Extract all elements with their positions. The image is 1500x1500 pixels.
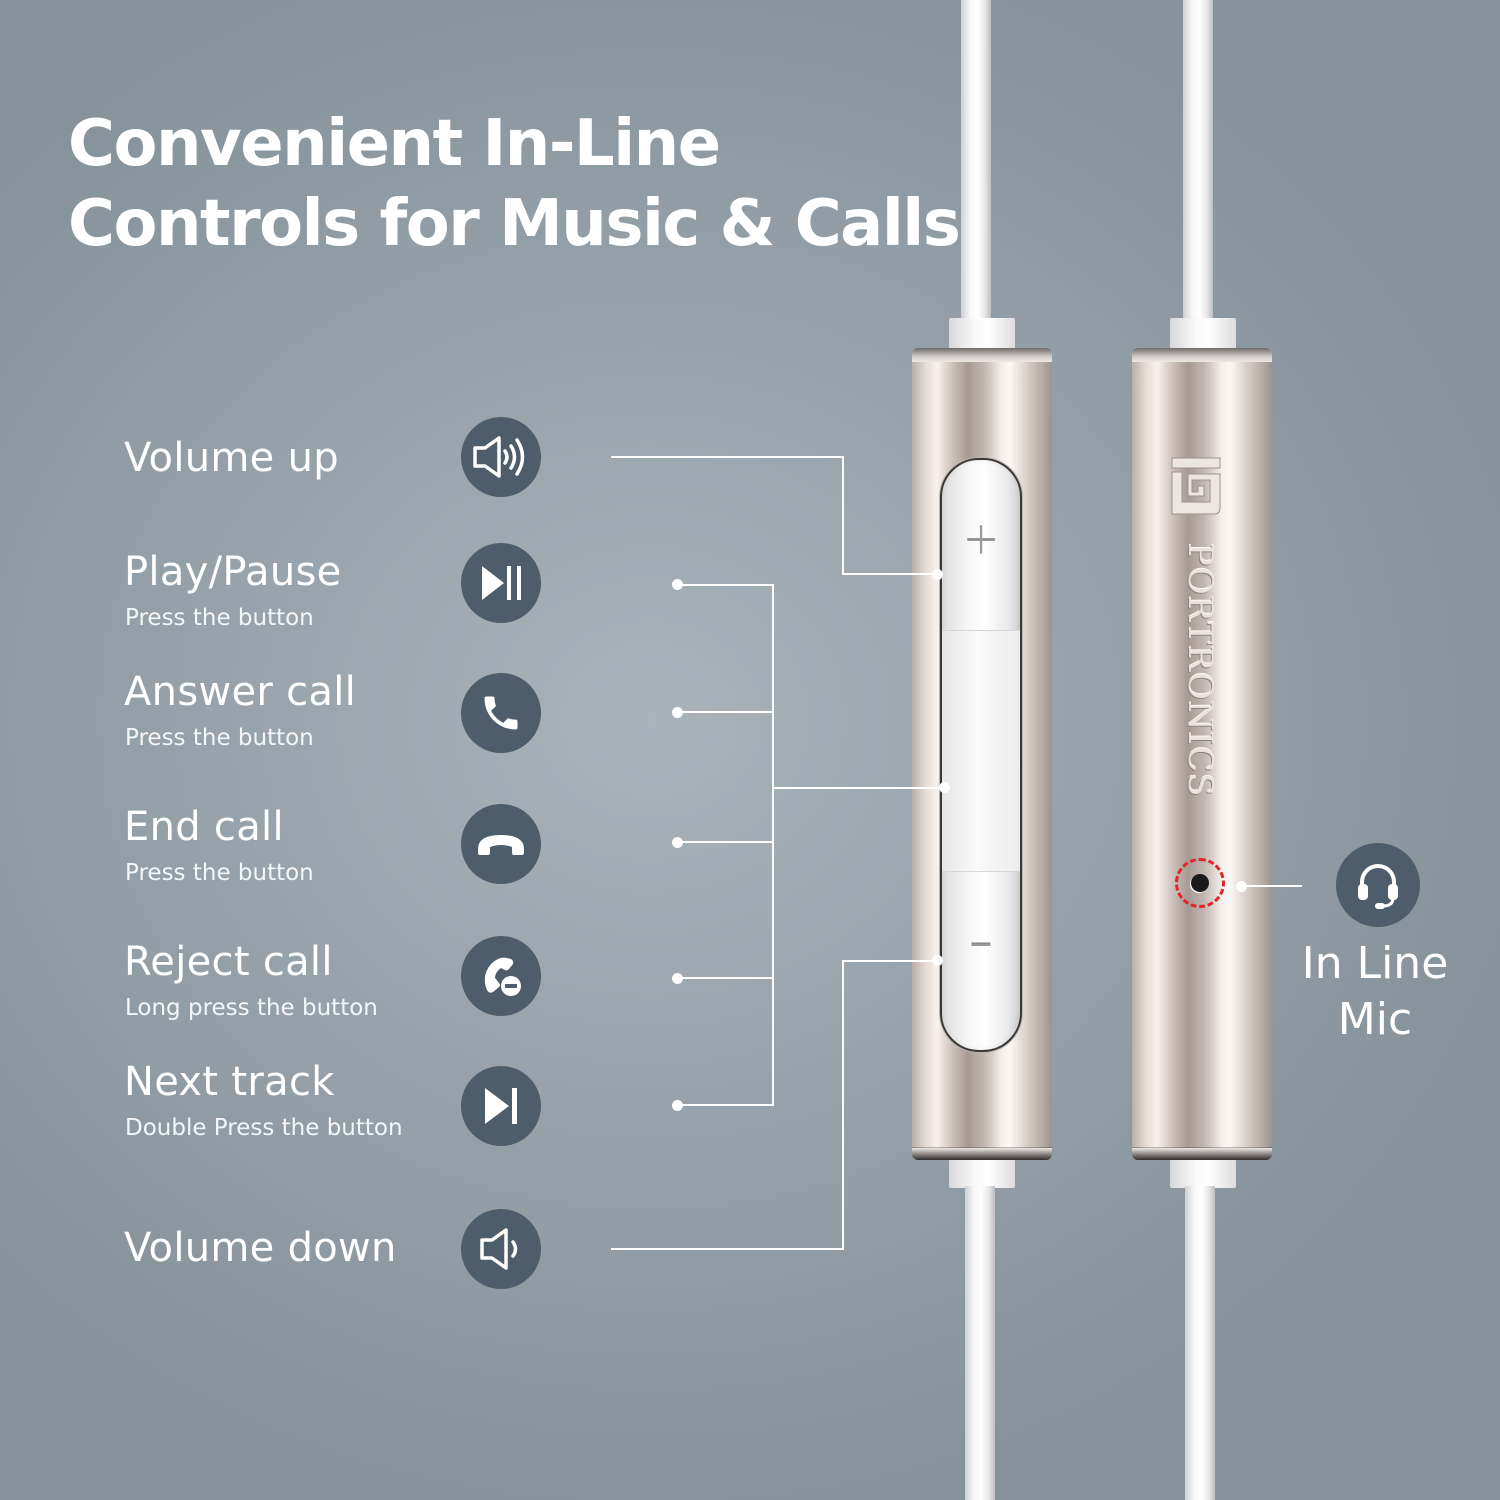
strain-relief-right-top xyxy=(1170,318,1236,350)
volume-up-icon-circle xyxy=(461,417,541,497)
minus-icon[interactable]: − xyxy=(968,927,994,962)
mic-hole xyxy=(1191,874,1209,892)
connector-volume-down-h2 xyxy=(842,960,942,962)
page-title: Convenient In-Line Controls for Music & … xyxy=(68,104,968,264)
connector-end-call-h xyxy=(677,841,774,843)
phone-reject-icon-circle xyxy=(461,936,541,1016)
phone-reject-icon xyxy=(484,957,521,996)
connector-volume-up-dot xyxy=(932,569,943,580)
cable-right-top xyxy=(1183,0,1213,322)
body-cap-top xyxy=(1132,348,1272,362)
phone-hangup-icon xyxy=(478,835,524,855)
feature-label-volume-up: Volume up xyxy=(124,435,339,481)
headset-mic-icon-circle xyxy=(1336,843,1420,927)
strain-relief-left-bottom xyxy=(949,1158,1015,1188)
volume-down-icon xyxy=(480,1228,518,1270)
remote-control-left: + − xyxy=(912,348,1052,1160)
connector-bracket-dot xyxy=(939,782,950,793)
feature-sub-answer-call: Press the button xyxy=(125,725,314,751)
plus-icon[interactable]: + xyxy=(962,514,1000,565)
cable-left-bottom xyxy=(965,1186,995,1500)
play-pause-icon xyxy=(482,566,521,600)
volume-up-icon xyxy=(473,436,525,478)
connector-volume-up-h1 xyxy=(611,456,844,458)
mic-label-line-2: Mic xyxy=(1337,994,1413,1045)
phone-hangup-icon-circle xyxy=(461,804,541,884)
connector-reject-call-h xyxy=(677,977,774,979)
cable-right-bottom xyxy=(1185,1186,1215,1500)
volume-button-strip[interactable]: + − xyxy=(940,458,1022,1052)
multifunction-button[interactable] xyxy=(942,630,1020,872)
body-cap-top xyxy=(912,348,1052,362)
title-line-1: Convenient In-Line xyxy=(68,107,721,181)
feature-label-next-track: Next track xyxy=(124,1059,335,1105)
play-pause-icon-circle xyxy=(461,543,541,623)
feature-label-play-pause: Play/Pause xyxy=(124,549,342,595)
strain-relief-right-bottom xyxy=(1170,1158,1236,1188)
mic-highlight-ring xyxy=(1175,858,1225,908)
body-cap-bottom xyxy=(1132,1148,1272,1160)
feature-sub-end-call: Press the button xyxy=(125,860,314,886)
feature-label-reject-call: Reject call xyxy=(124,939,333,985)
feature-sub-reject-call: Long press the button xyxy=(125,995,378,1021)
feature-label-answer-call: Answer call xyxy=(124,669,357,715)
headset-mic-icon xyxy=(1358,864,1398,909)
connector-volume-down-v xyxy=(842,960,844,1250)
connector-volume-down-dot xyxy=(932,955,943,966)
connector-bracket-to-button xyxy=(772,787,944,789)
feature-label-volume-down: Volume down xyxy=(124,1225,397,1271)
connector-answer-call-h xyxy=(677,711,774,713)
feature-sub-play-pause: Press the button xyxy=(125,605,314,631)
body-cap-bottom xyxy=(912,1148,1052,1160)
strain-relief-left-top xyxy=(949,318,1015,350)
remote-control-right: PORTRONICS xyxy=(1132,348,1272,1160)
phone-answer-icon xyxy=(484,696,518,730)
next-track-icon-circle xyxy=(461,1066,541,1146)
next-track-icon xyxy=(485,1088,517,1124)
connector-volume-down-h1 xyxy=(611,1248,844,1250)
volume-down-icon-circle xyxy=(461,1209,541,1289)
mic-label: In Line Mic xyxy=(1290,936,1460,1048)
mic-label-line-1: In Line xyxy=(1301,938,1449,989)
mic-connector-line xyxy=(1240,885,1302,887)
connector-volume-up-h2 xyxy=(842,573,942,575)
title-line-2: Controls for Music & Calls xyxy=(68,187,961,261)
phone-answer-icon-circle xyxy=(461,673,541,753)
brand-logo-icon xyxy=(1171,457,1221,515)
connector-play-pause-h xyxy=(677,584,774,586)
connector-bracket-v xyxy=(772,584,774,1106)
brand-name: PORTRONICS xyxy=(1180,543,1220,798)
connector-volume-up-v xyxy=(842,456,844,575)
feature-sub-next-track: Double Press the button xyxy=(125,1115,403,1141)
feature-label-end-call: End call xyxy=(124,804,284,850)
connector-next-track-h xyxy=(677,1104,774,1106)
cable-left-top xyxy=(961,0,991,322)
